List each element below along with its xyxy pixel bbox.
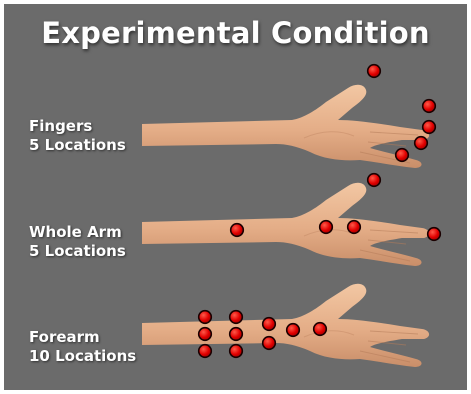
marker-dot <box>368 174 381 187</box>
marker-dot <box>428 228 441 241</box>
arm-forearm <box>142 284 429 367</box>
marker-dot <box>415 137 428 150</box>
marker-dot <box>263 337 276 350</box>
marker-dot <box>199 311 212 324</box>
marker-dot <box>231 224 244 237</box>
diagram-panel: Experimental Condition Fingers 5 Locatio… <box>4 4 467 390</box>
marker-dot <box>230 328 243 341</box>
marker-dot <box>368 65 381 78</box>
marker-dot <box>320 221 333 234</box>
marker-dot <box>230 311 243 324</box>
marker-dot <box>396 149 409 162</box>
marker-dot <box>199 345 212 358</box>
marker-dot <box>263 318 276 331</box>
marker-dot <box>287 324 300 337</box>
marker-group-fingers <box>368 65 436 162</box>
marker-dot <box>230 345 243 358</box>
marker-dot <box>314 323 327 336</box>
marker-dot <box>423 100 436 113</box>
arm-fingers <box>142 65 435 168</box>
marker-dot <box>199 328 212 341</box>
arm-whole-arm <box>142 174 440 266</box>
marker-dot <box>348 221 361 234</box>
arms-illustration <box>4 4 467 390</box>
marker-dot <box>423 121 436 134</box>
